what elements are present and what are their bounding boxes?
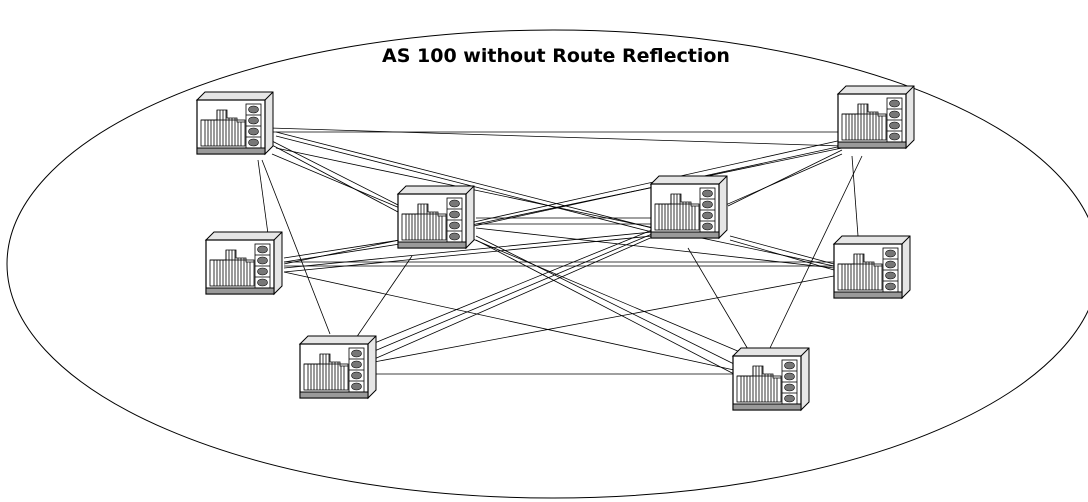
link-r4-r5b	[371, 233, 653, 353]
link-r3-r5	[355, 255, 413, 339]
mesh-links	[257, 127, 863, 375]
router-r1	[196, 91, 274, 155]
link-r3-r7b	[475, 235, 739, 367]
router-chassis-icon	[650, 175, 728, 239]
router-chassis-icon	[196, 91, 274, 155]
link-r1-r6	[275, 147, 835, 267]
router-r5	[299, 335, 377, 399]
diagram-title: AS 100 without Route Reflection	[382, 45, 730, 67]
router-chassis-icon	[837, 85, 915, 149]
link-r3-r2	[283, 239, 401, 259]
router-chassis-icon	[732, 347, 810, 411]
link-r8-r7	[769, 155, 863, 349]
link-r1-r2	[257, 159, 269, 235]
router-r2	[205, 231, 283, 295]
link-r3-r2b	[283, 243, 401, 263]
link-r1-r3	[269, 139, 401, 207]
link-r6-r5	[373, 275, 835, 363]
router-r8	[837, 85, 915, 149]
link-r8-r6	[851, 155, 859, 237]
router-chassis-icon	[397, 185, 475, 249]
router-chassis-icon	[833, 235, 911, 299]
link-r1-r3b	[269, 143, 399, 213]
router-chassis-icon	[205, 231, 283, 295]
link-r4-r7	[687, 247, 753, 357]
link-r1-r4	[275, 131, 653, 229]
router-chassis-icon	[299, 335, 377, 399]
router-r3	[397, 185, 475, 249]
link-r1-r7	[271, 153, 741, 353]
link-r8-r2	[283, 147, 843, 265]
link-r3-r6	[475, 227, 835, 269]
router-r6	[833, 235, 911, 299]
link-r1-r8b	[269, 127, 843, 147]
link-r4-r6	[729, 235, 835, 265]
link-r4-r6b	[729, 239, 835, 271]
link-r1-r4b	[275, 135, 653, 233]
link-r8-r5	[371, 153, 843, 361]
as-boundary-ellipse	[6, 29, 1088, 499]
link-r4-r5	[371, 229, 653, 345]
router-r4	[650, 175, 728, 239]
link-r8-r4	[727, 149, 843, 207]
link-r1-r5	[261, 159, 331, 335]
link-r2-r7	[283, 271, 735, 371]
router-r7	[732, 347, 810, 411]
